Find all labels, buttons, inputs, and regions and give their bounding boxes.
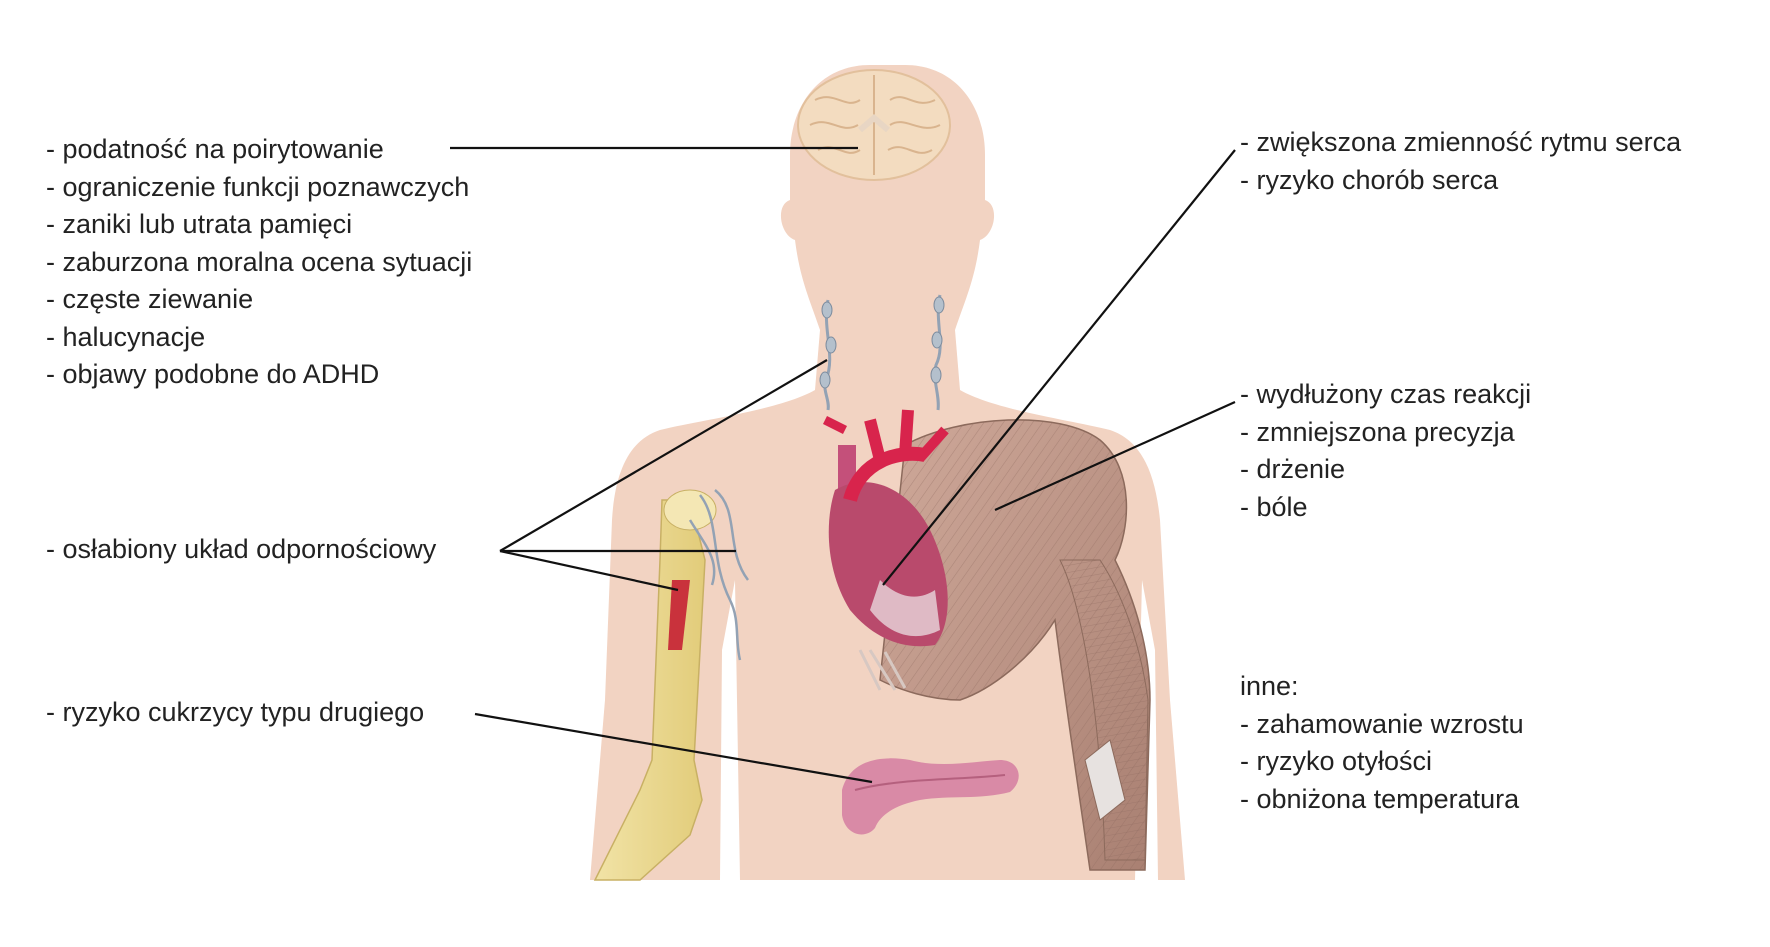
other-effect: - ryzyko otyłości — [1240, 746, 1433, 776]
other-effect: - zahamowanie wzrostu — [1240, 708, 1524, 739]
brain-effect: - zaniki lub utrata pamięci — [46, 209, 353, 239]
immune-effects-list: - osłabiony układ odpornościowy — [46, 531, 436, 569]
muscle-effect: - drżenie — [1240, 454, 1346, 484]
muscle-effect: - zmniejszona precyzja — [1240, 416, 1515, 447]
other-effects-list: inne: - zahamowanie wzrostu - ryzyko oty… — [1240, 668, 1524, 818]
heart-connector — [882, 149, 1236, 586]
brain-effect: - częste ziewanie — [46, 284, 254, 314]
brain-effect: - zaburzona moralna ocena sytuacji — [46, 246, 473, 277]
pancreas-effects-list: - ryzyko cukrzycy typu drugiego — [46, 694, 424, 732]
muscle-effect: - bóle — [1240, 491, 1308, 522]
lymph-nodes-arm — [688, 489, 749, 661]
heart-effect: - ryzyko chorób serca — [1240, 164, 1499, 195]
brain-effect: - halucynacje — [46, 321, 206, 352]
muscle-effects-list: - wydłużony czas reakcji - zmniejszona p… — [1240, 376, 1531, 526]
connector-lines — [450, 146, 1236, 784]
muscle-effect: - wydłużony czas reakcji — [1240, 379, 1532, 409]
immune-connector-bone — [499, 549, 679, 592]
muscle-connector — [994, 400, 1236, 512]
brain-effect: - podatność na poirytowanie — [46, 134, 384, 164]
immune-effect: - osłabiony układ odpornościowy — [46, 534, 437, 564]
pancreas-effect: - ryzyko cukrzycy typu drugiego — [46, 697, 425, 727]
arm-muscle — [879, 419, 1151, 871]
heart-effect: - zwiększona zmienność rytmu serca — [1240, 127, 1682, 157]
immune-connector-neck — [499, 359, 828, 552]
lymph-node-dots — [819, 296, 945, 389]
bone-marrow — [668, 580, 690, 650]
pancreas — [842, 758, 1019, 835]
body-silhouette — [590, 65, 1185, 880]
heart-effects-list: - zwiększona zmienność rytmu serca - ryz… — [1240, 124, 1681, 199]
other-effects-heading: inne: — [1240, 671, 1299, 701]
other-effect: - obniżona temperatura — [1240, 783, 1520, 814]
brain-effect: - objawy podobne do ADHD — [46, 359, 380, 389]
heart — [822, 409, 949, 691]
brain-effect: - ograniczenie funkcji poznawczych — [46, 171, 470, 202]
pancreas-connector — [474, 712, 873, 784]
brain-effects-list: - podatność na poirytowanie - ograniczen… — [46, 131, 472, 394]
brain-folds — [809, 75, 941, 175]
